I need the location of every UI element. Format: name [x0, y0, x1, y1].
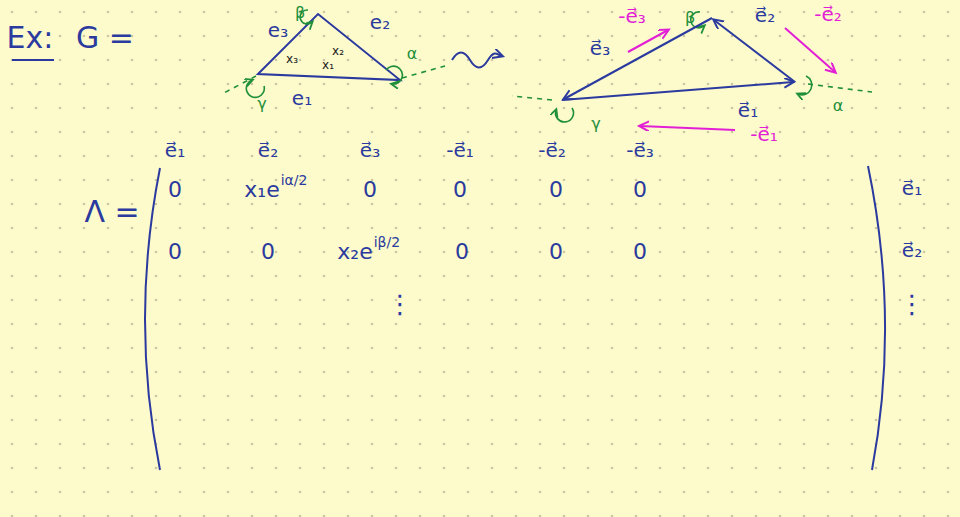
math-label: e⃗₃: [360, 139, 380, 162]
math-label: Λ =: [84, 195, 139, 230]
math-label: e⃗₁: [902, 177, 922, 200]
math-label: e⃗₂: [902, 239, 922, 262]
math-label: G =: [76, 21, 134, 56]
math-label: γ: [591, 115, 600, 133]
math-label: Ex:: [7, 21, 54, 56]
math-label: 0: [261, 239, 275, 264]
math-label: γ: [257, 95, 266, 113]
math-label: 0: [549, 177, 563, 202]
math-label: -e⃗₃: [626, 139, 654, 162]
math-label: 0: [633, 177, 647, 202]
math-label: e₂: [370, 11, 390, 34]
math-label: β: [685, 9, 695, 27]
math-label: 0: [455, 239, 469, 264]
math-label: -e⃗₁: [750, 123, 778, 146]
math-label: α: [407, 45, 418, 63]
math-label: 0: [363, 177, 377, 202]
math-label: e₁: [292, 87, 312, 110]
math-label: e₃: [268, 19, 288, 42]
math-label: 0: [549, 239, 563, 264]
math-label: iβ/2: [374, 234, 400, 250]
matrix-parens: [145, 166, 885, 470]
angle-marks: [222, 10, 872, 122]
math-label: 0: [168, 177, 182, 202]
reverse-edges: [628, 28, 835, 130]
math-label: x₂: [332, 45, 344, 59]
directed-edges: [562, 18, 795, 100]
math-label: e⃗₂: [755, 4, 775, 27]
math-label: 0: [633, 239, 647, 264]
math-label: e⃗₁: [165, 139, 185, 162]
math-label: x₁: [322, 59, 334, 73]
math-label: -e⃗₁: [446, 139, 474, 162]
math-label: e⃗₁: [738, 99, 758, 122]
squiggle-arrow: [452, 53, 502, 68]
math-label: -e⃗₃: [618, 5, 646, 28]
math-label: α: [833, 97, 844, 115]
math-label: -e⃗₂: [538, 139, 566, 162]
math-label: e⃗₂: [258, 139, 278, 162]
math-label: iα/2: [281, 172, 308, 188]
math-label: -e⃗₂: [814, 3, 842, 26]
math-label: β: [295, 4, 305, 22]
math-label: x₃: [286, 53, 298, 67]
math-label: x₂e: [337, 239, 372, 264]
math-label: ⋮: [387, 290, 413, 320]
math-label: 0: [453, 177, 467, 202]
math-label: e⃗₃: [590, 37, 610, 60]
underline: [12, 59, 54, 61]
math-label: x₁e: [244, 177, 279, 202]
math-label: ⋮: [899, 290, 925, 320]
math-label: 0: [168, 239, 182, 264]
